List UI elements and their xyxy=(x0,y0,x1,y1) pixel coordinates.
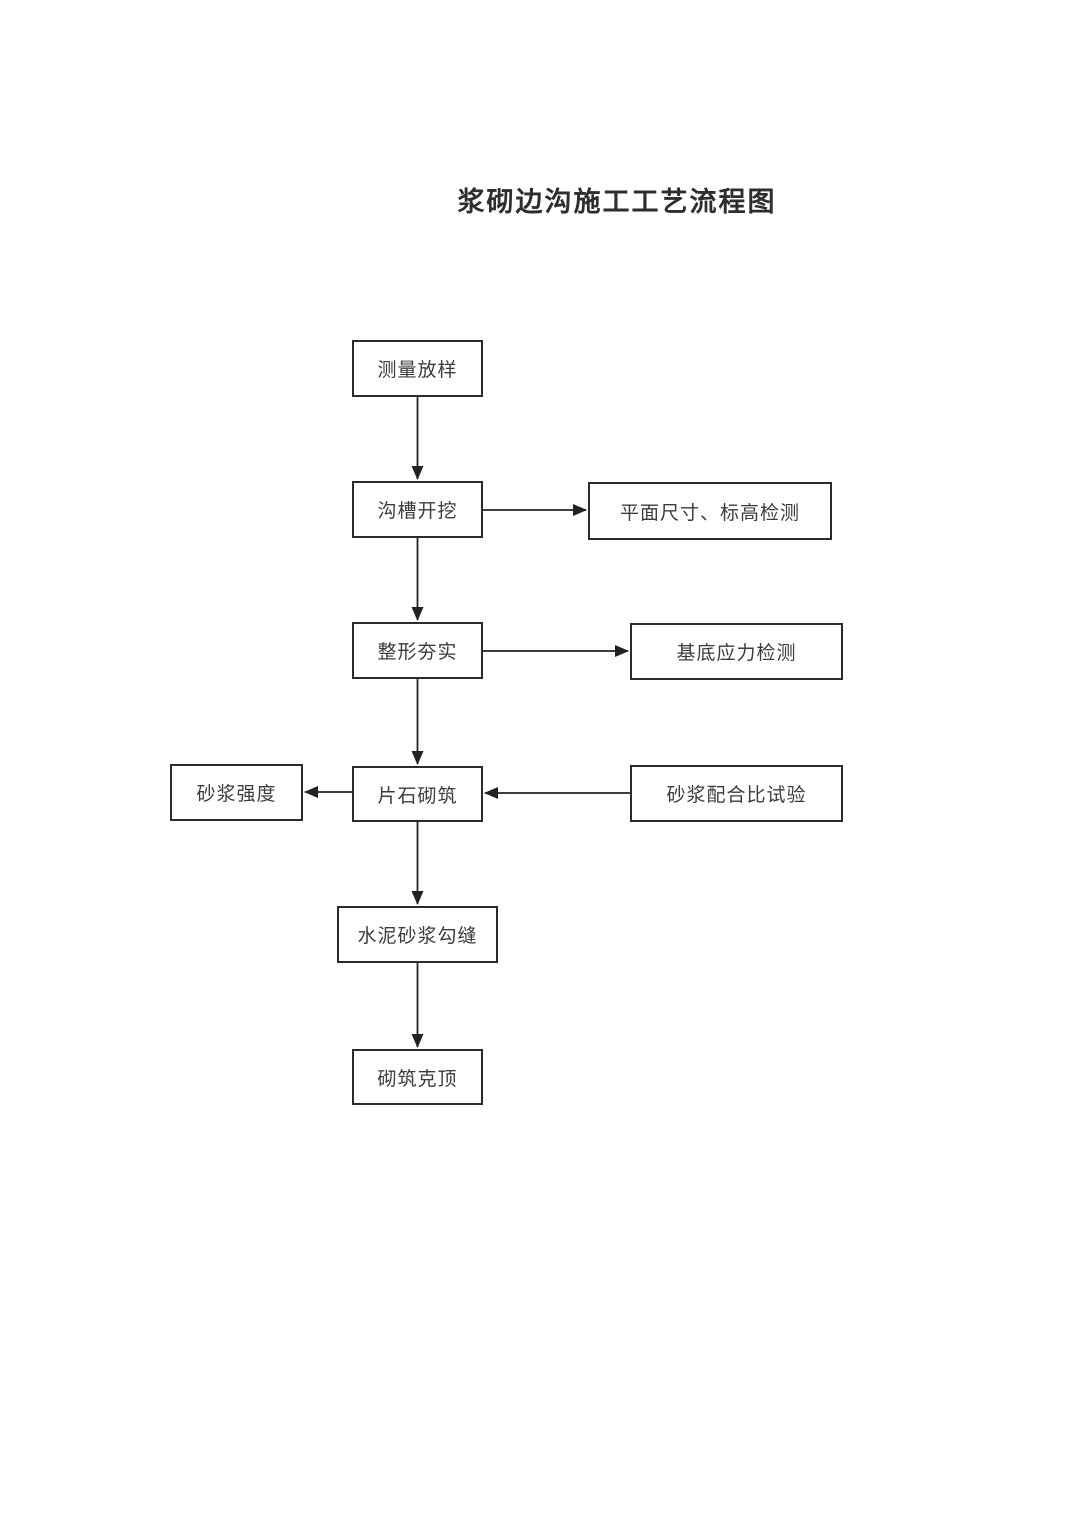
node-stone-masonry: 片石砌筑 xyxy=(352,766,483,822)
node-plane-dimension-elevation-check: 平面尺寸、标高检测 xyxy=(588,482,832,540)
page-title: 浆砌边沟施工工艺流程图 xyxy=(457,187,777,217)
node-trench-excavation: 沟槽开挖 xyxy=(352,481,483,538)
node-mortar-mix-ratio-test: 砂浆配合比试验 xyxy=(630,765,843,822)
node-cement-mortar-pointing: 水泥砂浆勾缝 xyxy=(337,906,498,963)
node-shaping-compaction: 整形夯实 xyxy=(352,622,483,679)
node-base-stress-check: 基底应力检测 xyxy=(630,623,843,680)
node-masonry-capping: 砌筑克顶 xyxy=(352,1049,483,1105)
node-survey-setout: 测量放样 xyxy=(352,340,483,397)
node-mortar-strength: 砂浆强度 xyxy=(170,764,303,821)
